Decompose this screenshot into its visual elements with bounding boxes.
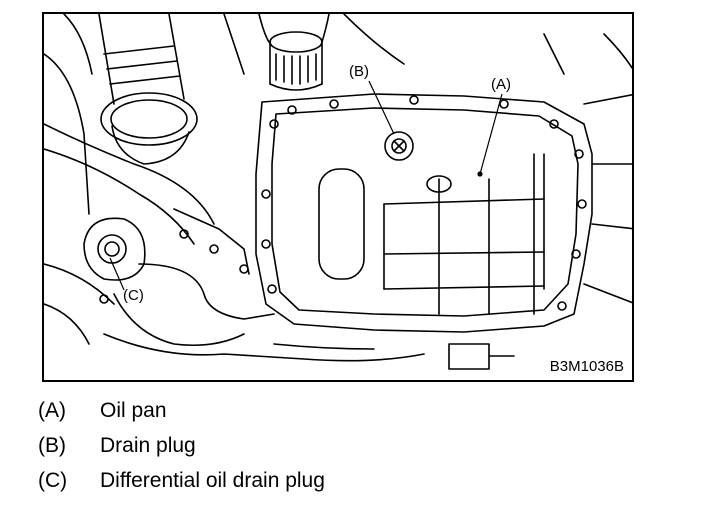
legend-key: (A)	[38, 399, 66, 422]
legend-text: Oil pan	[100, 399, 167, 422]
filter-drawing	[223, 14, 405, 91]
legend-item: (C) Differential oil drain plug	[38, 468, 598, 503]
legend-key: (C)	[38, 469, 68, 492]
legend: (A) Oil pan (B) Drain plug (C) Different…	[38, 398, 598, 503]
oil-pan-drawing	[255, 33, 632, 333]
differential-drawing	[83, 208, 515, 370]
figure-code: B3M1036B	[547, 358, 626, 375]
callout-a-label: (A)	[490, 76, 512, 93]
legend-text: Differential oil drain plug	[100, 469, 325, 492]
legend-key: (B)	[38, 434, 66, 457]
legend-item: (A) Oil pan	[38, 398, 598, 433]
diagram-figure: (A) (B) (C) B3M1036B	[42, 12, 634, 382]
drain-plug-drawing	[384, 131, 414, 161]
legend-text: Drain plug	[100, 434, 196, 457]
line-drawing	[44, 14, 632, 370]
legend-item: (B) Drain plug	[38, 433, 598, 468]
callout-c-label: (C)	[122, 287, 145, 304]
callout-b-label: (B)	[348, 63, 370, 80]
